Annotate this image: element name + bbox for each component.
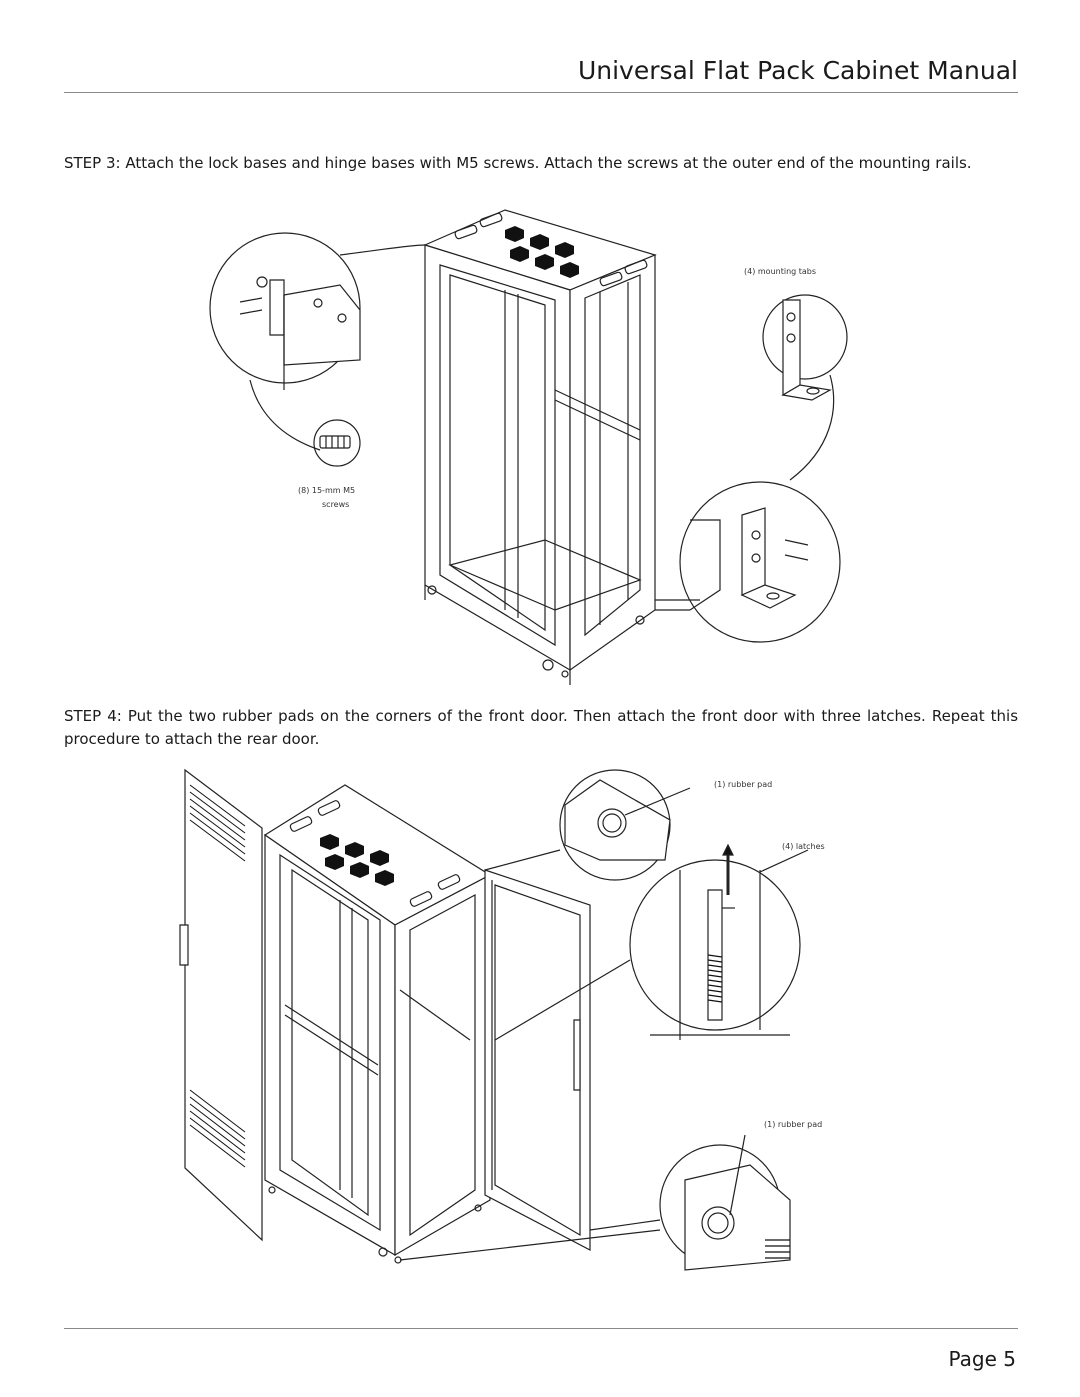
header-divider	[64, 92, 1018, 93]
screws-callout-line2: screws	[322, 500, 350, 509]
step-4-label: STEP 4:	[64, 707, 122, 725]
step-3-label: STEP 3:	[64, 154, 121, 172]
zoom-circle-rubber-pad-top	[560, 770, 670, 880]
step-4-text: Put the two rubber pads on the corners o…	[64, 707, 1019, 748]
step-3-illustration: (4) mounting tabs (8) 15-mm M5 screws	[0, 190, 1080, 690]
right-door	[485, 870, 590, 1250]
screws-callout-line1: (8) 15-mm M5	[298, 486, 356, 495]
zoom-circle-hinge-base	[680, 482, 840, 642]
zoom-circle-top-left	[210, 233, 360, 383]
door-installation-diagram	[0, 760, 1080, 1320]
step-4-instruction: STEP 4: Put the two rubber pads on the c…	[64, 705, 1018, 751]
cabinet-mounting-diagram	[0, 190, 1080, 690]
page-title: Universal Flat Pack Cabinet Manual	[577, 56, 1018, 85]
screw-detail-circle	[314, 420, 360, 466]
page-number: Page 5	[948, 1347, 1017, 1371]
rubber-pad-top-callout: (1) rubber pad	[714, 780, 773, 789]
zoom-circle-mounting-tab	[763, 295, 847, 379]
step-3-instruction: STEP 3: Attach the lock bases and hinge …	[64, 152, 1018, 175]
footer-divider	[64, 1328, 1018, 1329]
mounting-tabs-callout: (4) mounting tabs	[744, 267, 817, 276]
latches-callout: (4) latches	[782, 842, 825, 851]
rubber-pad-bottom-callout: (1) rubber pad	[764, 1120, 823, 1129]
zoom-circle-latch	[630, 860, 800, 1030]
left-door	[185, 770, 262, 1240]
step-4-illustration: (1) rubber pad (4) latches (1) rubber pa…	[0, 760, 1080, 1320]
step-3-text: Attach the lock bases and hinge bases wi…	[120, 154, 972, 172]
